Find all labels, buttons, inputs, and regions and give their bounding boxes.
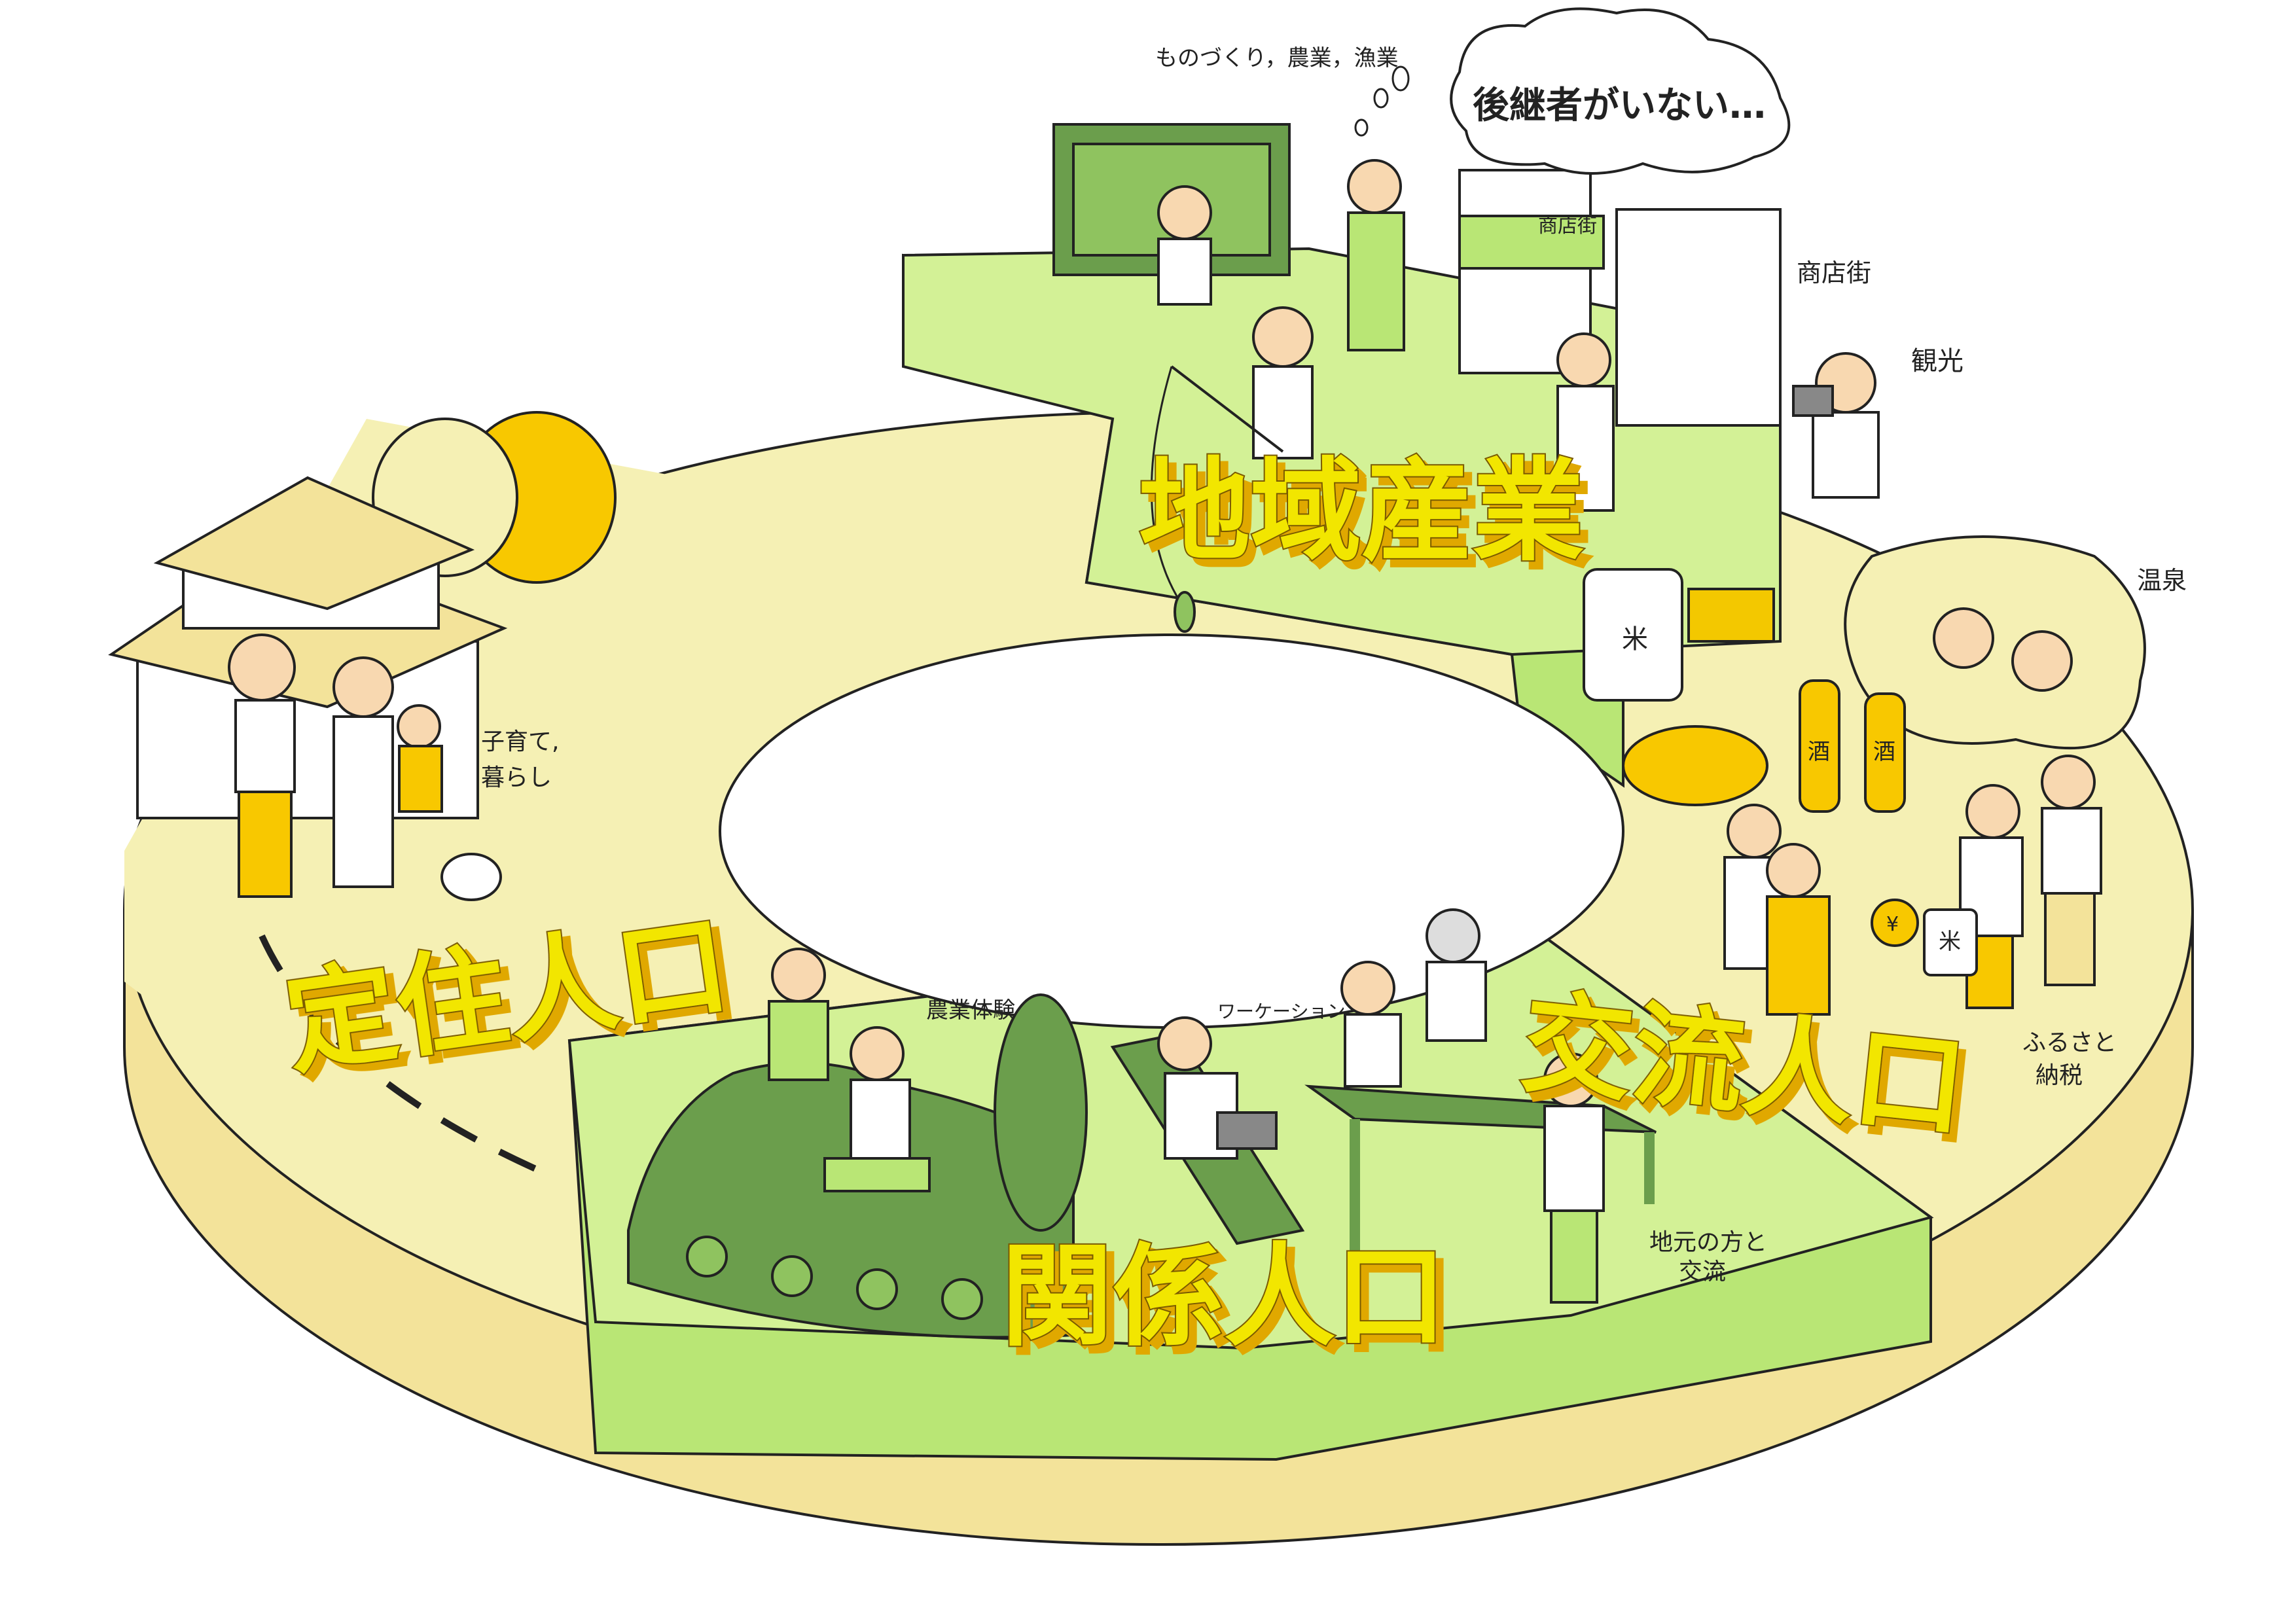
sake-label-1: 酒 [1808, 739, 1830, 765]
ring-center-hole [719, 633, 1624, 1029]
rice-bag-label: 米 [1622, 624, 1648, 654]
rice-bag-label-2: 米 [1939, 929, 1961, 955]
exchange-scene [1622, 352, 2146, 1016]
caption-crafts: ものづくり，農業，漁業 [1155, 45, 1399, 71]
related-scene [627, 908, 1657, 1339]
caption-shopping-street: 商店街 [1797, 259, 1871, 287]
caption-childcare-2: 暮らし [481, 764, 552, 791]
thought-text: 後継者がいない… [1473, 84, 1766, 127]
caption-hometown-tax-2: 納税 [2036, 1062, 2083, 1089]
title-related: 関係人口 [1001, 1232, 1446, 1362]
shop-sign: 商店街 [1538, 215, 1597, 238]
family-figures [228, 633, 502, 901]
yen-bag-label: ¥ [1886, 913, 1899, 936]
industry-scene [1052, 123, 1782, 702]
caption-sightseeing: 観光 [1911, 346, 1964, 376]
caption-local-1: 地元の方と [1649, 1229, 1767, 1256]
house-illustration [108, 411, 617, 819]
caption-hometown-tax-1: ふるさと [2022, 1029, 2117, 1056]
thought-bubble [1354, 7, 1791, 175]
sake-label-2: 酒 [1873, 739, 1895, 765]
caption-hot-spring: 温泉 [2137, 566, 2187, 595]
caption-childcare-1: 子育て, [481, 728, 559, 755]
caption-workation: ワーケーション [1217, 1001, 1345, 1022]
title-industry: 地域産業 [1139, 447, 1584, 577]
caption-farm-experience: 農業体験 [926, 997, 1015, 1024]
caption-local-2: 交流 [1679, 1258, 1726, 1285]
